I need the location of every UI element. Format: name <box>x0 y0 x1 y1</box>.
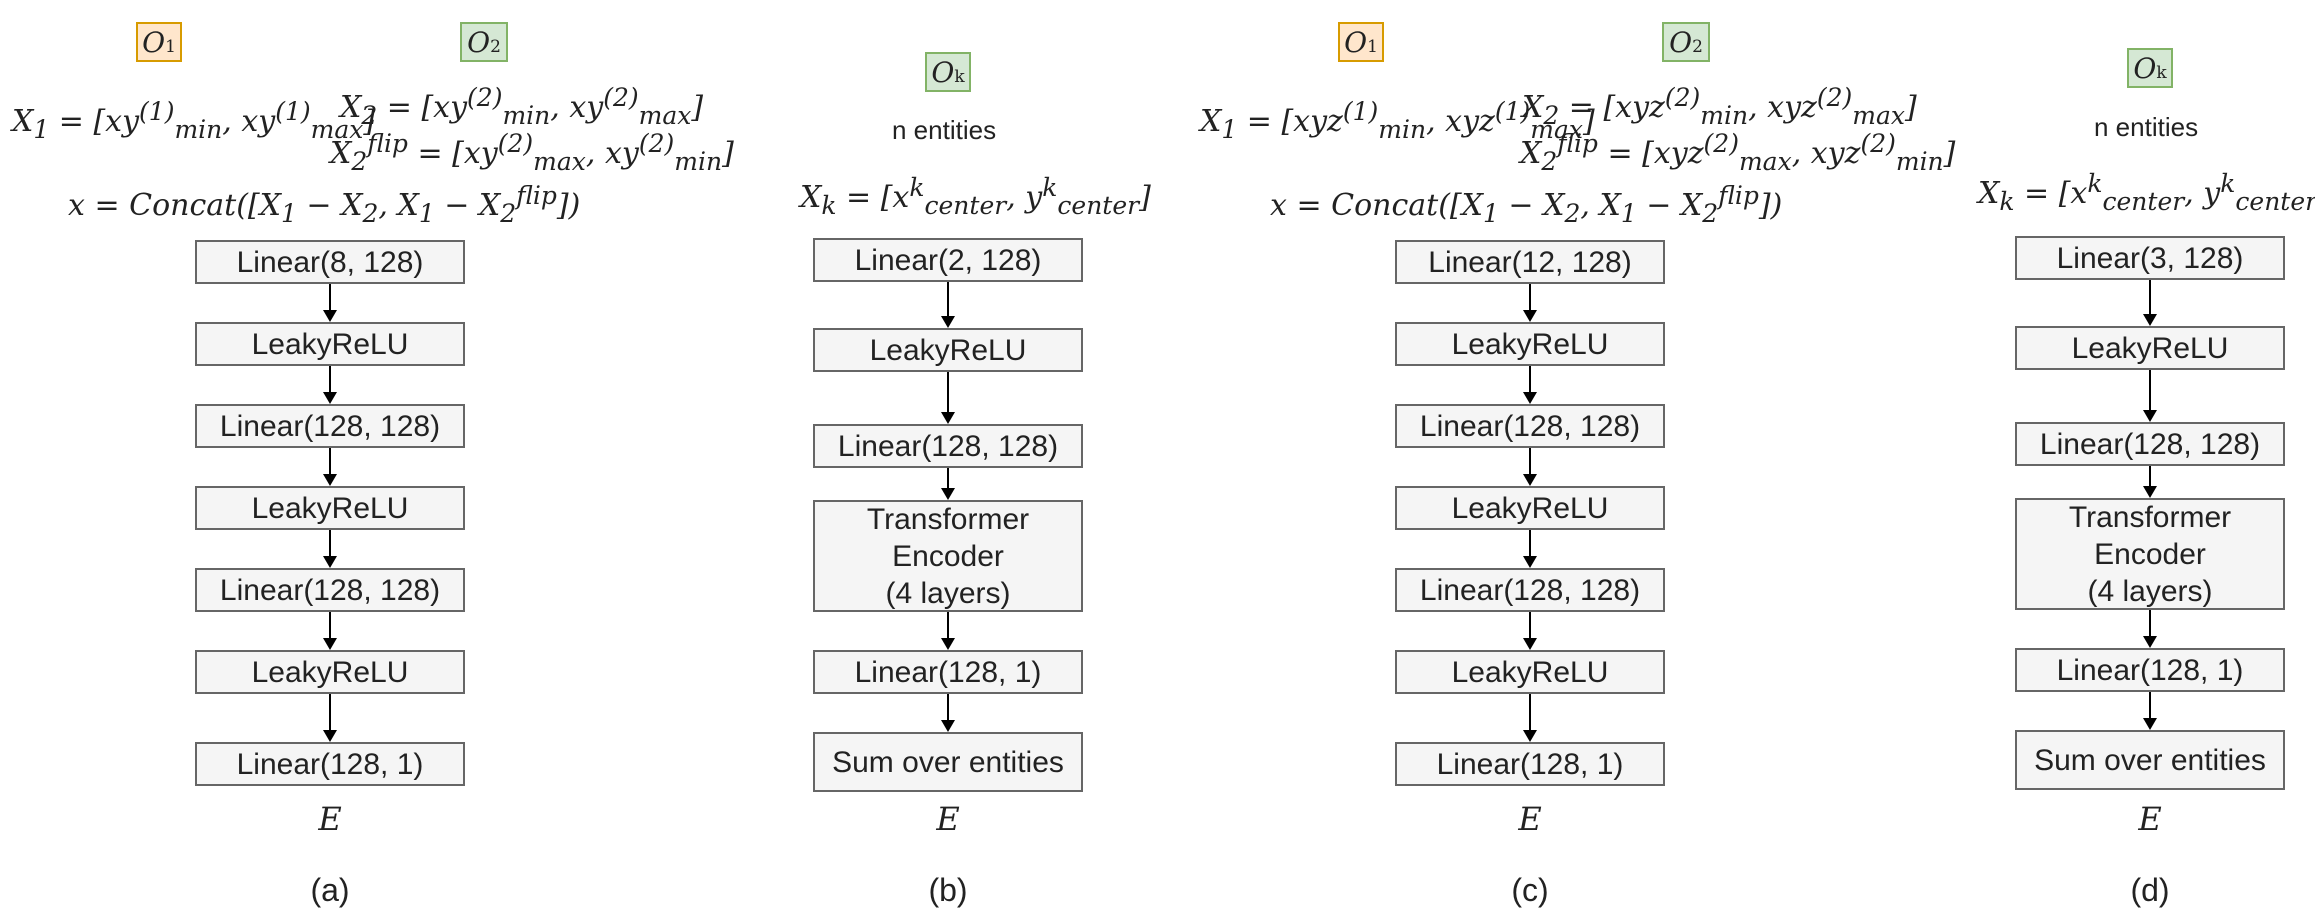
linear-layer: Linear(128, 128) <box>1395 404 1665 448</box>
flowchart: Linear(2, 128) LeakyReLU Linear(128, 128) T… <box>668 0 1228 915</box>
activation-leaky-relu: LeakyReLU <box>2015 326 2285 370</box>
caption: (a) <box>310 872 350 908</box>
flow-arrow <box>2143 370 2157 422</box>
activation-leaky-relu: LeakyReLU <box>195 650 465 694</box>
flow-arrow <box>941 372 955 424</box>
equation-x2: X2 = [xyz(2)min, xyz(2)max] <box>1522 83 1917 130</box>
linear-layer: Linear(8, 128) <box>195 240 465 284</box>
flow-arrow <box>323 448 337 486</box>
panel-c-header: O1 O2 X1 = [xyz(1)min, xyz(1)max] X2 = [… <box>1200 0 1955 240</box>
sum-over-entities: Sum over entities <box>2015 730 2285 790</box>
object-k-label: Ok <box>925 52 971 92</box>
caption: (d) <box>2130 872 2170 908</box>
linear-layer: Linear(3, 128) <box>2015 236 2285 280</box>
panel-a: O1 O2 X1 = [xy(1)min, xy(1)max] X2 = [xy… <box>12 0 734 915</box>
flow-arrow <box>1523 694 1537 742</box>
activation-leaky-relu: LeakyReLU <box>1395 322 1665 366</box>
flow-arrow <box>941 694 955 732</box>
flow-arrow <box>323 612 337 650</box>
object-1-label: O1 <box>1338 22 1384 62</box>
linear-layer: Linear(128, 1) <box>813 650 1083 694</box>
equation-concat: x = Concat([X1 − X2, X1 − X2flip]) <box>1270 181 1783 228</box>
linear-layer: Linear(128, 128) <box>195 404 465 448</box>
flowchart: Linear(3, 128) LeakyReLU Linear(128, 128) T… <box>1870 0 2315 915</box>
linear-layer: Linear(128, 128) <box>1395 568 1665 612</box>
object-2-label: O2 <box>460 22 508 62</box>
caption: (c) <box>1511 872 1549 908</box>
entity-count-label: n entities <box>892 115 997 145</box>
equation-x2: X2 = [xy(2)min, xy(2)max] <box>340 83 704 130</box>
activation-leaky-relu: LeakyReLU <box>195 322 465 366</box>
flowchart: Linear(12, 128) LeakyReLU Linear(128, 128)… <box>1250 0 1810 915</box>
linear-layer: Linear(12, 128) <box>1395 240 1665 284</box>
flow-arrow <box>323 284 337 322</box>
activation-leaky-relu: LeakyReLU <box>1395 650 1665 694</box>
linear-layer: Linear(128, 1) <box>2015 648 2285 692</box>
caption: (b) <box>928 872 968 908</box>
flowchart: Linear(8, 128) LeakyReLU Linear(128, 128) L… <box>50 0 610 915</box>
entity-count-label: n entities <box>2094 112 2199 142</box>
flow-arrow <box>323 366 337 404</box>
flow-arrow <box>323 530 337 568</box>
flow-arrow <box>1523 612 1537 650</box>
flow-arrow <box>2143 466 2157 498</box>
activation-leaky-relu: LeakyReLU <box>1395 486 1665 530</box>
flow-arrow <box>1523 530 1537 568</box>
flow-arrow <box>323 694 337 742</box>
linear-layer: Linear(2, 128) <box>813 238 1083 282</box>
linear-layer: Linear(128, 128) <box>2015 422 2285 466</box>
equation-concat: x = Concat([X1 − X2, X1 − X2flip]) <box>68 181 581 228</box>
panel-d-header: Ok n entities Xk = [xkcenter, ykcenter, … <box>1870 0 2315 240</box>
transformer-encoder: Transformer Encoder (4 layers) <box>2015 498 2285 610</box>
flow-arrow <box>941 282 955 328</box>
flow-arrow <box>1523 448 1537 486</box>
flow-arrow <box>941 612 955 650</box>
linear-layer: Linear(128, 1) <box>195 742 465 786</box>
sum-over-entities: Sum over entities <box>813 732 1083 792</box>
equation-x1: X1 = [xy(1)min, xy(1)max] <box>12 97 376 144</box>
flow-arrow <box>1523 366 1537 404</box>
panel-b: Ok n entities Xk = [xkcenter, ykcenter] … <box>668 0 1228 915</box>
object-k-label: Ok <box>2127 48 2173 88</box>
output-energy: E <box>936 800 960 838</box>
equation-x1: X1 = [xyz(1)min, xyz(1)max] <box>1200 97 1595 144</box>
equation-x2-flip: X2flip = [xyz(2)max, xyz(2)min] <box>1520 129 1956 176</box>
flow-arrow <box>2143 692 2157 730</box>
linear-layer: Linear(128, 128) <box>813 424 1083 468</box>
equation-x2-flip: X2flip = [xy(2)max, xy(2)min] <box>330 129 734 176</box>
linear-layer: Linear(128, 1) <box>1395 742 1665 786</box>
flow-arrow <box>941 468 955 500</box>
equation-xk: Xk = [xkcenter, ykcenter, θ] <box>1978 169 2315 216</box>
output-energy: E <box>2138 800 2162 838</box>
panel-a-header: O1 O2 X1 = [xy(1)min, xy(1)max] X2 = [xy… <box>12 0 734 240</box>
flow-arrow <box>2143 610 2157 648</box>
linear-layer: Linear(128, 128) <box>195 568 465 612</box>
equation-xk: Xk = [xkcenter, ykcenter] <box>800 173 1151 220</box>
activation-leaky-relu: LeakyReLU <box>195 486 465 530</box>
output-energy: E <box>1518 800 1542 838</box>
transformer-encoder: Transformer Encoder (4 layers) <box>813 500 1083 612</box>
panel-d: Ok n entities Xk = [xkcenter, ykcenter, … <box>1870 0 2315 915</box>
activation-leaky-relu: LeakyReLU <box>813 328 1083 372</box>
flow-arrow <box>1523 284 1537 322</box>
object-2-label: O2 <box>1662 22 1710 62</box>
panel-c: O1 O2 X1 = [xyz(1)min, xyz(1)max] X2 = [… <box>1200 0 1955 915</box>
object-1-label: O1 <box>136 22 182 62</box>
panel-b-header: Ok n entities Xk = [xkcenter, ykcenter] <box>668 0 1228 240</box>
flow-arrow <box>2143 280 2157 326</box>
output-energy: E <box>318 800 342 838</box>
